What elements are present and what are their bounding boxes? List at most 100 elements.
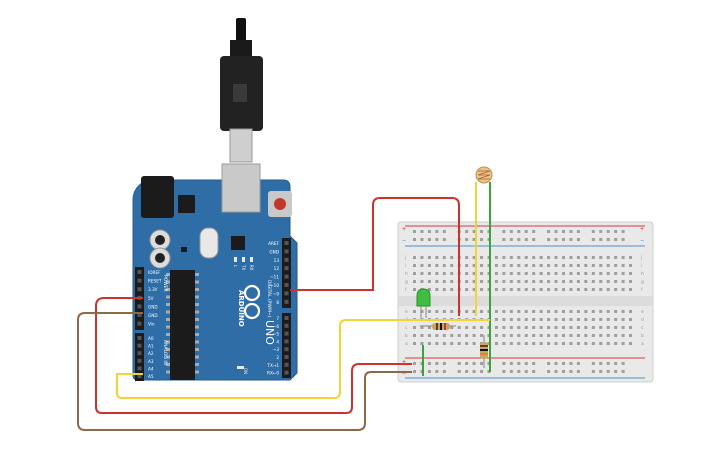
- breadboard-hole: [591, 342, 595, 345]
- breadboard-hole: [562, 334, 565, 337]
- top-minus-label-right: −: [640, 238, 644, 245]
- breadboard-hole: [606, 238, 610, 241]
- pin-label: 13: [274, 258, 280, 263]
- breadboard-hole: [554, 230, 558, 233]
- row-letter: c: [641, 326, 644, 331]
- breadboard-hole: [614, 230, 618, 233]
- breadboard-hole: [532, 238, 536, 241]
- bottom-plus-label: +: [402, 359, 406, 366]
- breadboard-hole: [524, 256, 528, 259]
- tx-led-label: TX: [241, 264, 246, 270]
- breadboard-hole: [509, 370, 513, 373]
- breadboard-hole: [517, 264, 521, 267]
- breadboard-hole: [554, 370, 558, 373]
- chip-pin: [195, 288, 199, 291]
- breadboard-hole: [524, 272, 528, 275]
- row-letter: a: [641, 342, 644, 347]
- wire-a5-to-breadboard[interactable]: [116, 319, 490, 399]
- breadboard-hole: [606, 272, 610, 275]
- breadboard-hole: [480, 256, 484, 259]
- breadboard-hole: [494, 264, 498, 267]
- breadboard-hole: [413, 310, 416, 313]
- usb-cable[interactable]: [220, 18, 263, 163]
- breadboard-hole: [420, 334, 424, 337]
- arduino-uno-board[interactable]: ARDUINO UNO DIGITAL (PWM~) POWER ANALOG …: [132, 163, 298, 381]
- breadboard-hole: [465, 362, 469, 365]
- chip-pin: [195, 273, 199, 276]
- breadboard-hole: [576, 272, 580, 275]
- breadboard-hole: [502, 326, 506, 329]
- breadboard-hole: [532, 256, 536, 259]
- row-letter: b: [641, 333, 644, 339]
- row-letter: e: [405, 310, 408, 315]
- row-letter: e: [641, 310, 644, 315]
- power-title-label: POWER: [162, 275, 168, 292]
- breadboard-hole: [442, 342, 446, 345]
- breadboard-hole: [599, 318, 603, 321]
- pin-label: GND: [148, 304, 158, 309]
- breadboard-hole: [420, 310, 424, 313]
- wire-pin12-to-breadboard[interactable]: [290, 197, 460, 316]
- breadboard-hole: [465, 230, 469, 233]
- chip-pin: [195, 325, 199, 329]
- breadboard-hole: [599, 238, 603, 241]
- breadboard-hole: [547, 238, 551, 241]
- bottom-minus-label: −: [402, 371, 406, 378]
- header-hole: [284, 257, 289, 262]
- breadboard-hole: [413, 362, 416, 365]
- breadboard-hole: [457, 326, 461, 329]
- breadboard-center-channel: [398, 296, 653, 306]
- led-component[interactable]: [416, 288, 431, 318]
- row-letter: j: [640, 255, 642, 261]
- reset-button[interactable]: [274, 198, 286, 210]
- pin-label: RX←0: [267, 371, 279, 376]
- resistor-1[interactable]: [420, 323, 456, 330]
- breadboard-hole: [427, 326, 431, 329]
- breadboard-hole: [606, 342, 610, 345]
- header-hole: [284, 291, 289, 296]
- breadboard-hole: [584, 280, 588, 283]
- wires[interactable]: [77, 182, 491, 431]
- breadboard-hole: [509, 326, 513, 329]
- breadboard-hole: [621, 280, 625, 283]
- breadboard-hole: [614, 370, 618, 373]
- breadboard-hole: [539, 264, 543, 267]
- breadboard-hole: [435, 362, 439, 365]
- breadboard-hole: [435, 370, 439, 373]
- wire-5v-to-rail[interactable]: [95, 297, 412, 414]
- breadboard-hole: [420, 326, 424, 329]
- breadboard-hole: [569, 230, 573, 233]
- breadboard-hole: [576, 326, 580, 329]
- wire-gnd-to-rail[interactable]: [77, 312, 412, 431]
- breadboard-hole: [606, 326, 610, 329]
- digital-header-top[interactable]: [282, 238, 291, 308]
- breadboard-hole: [420, 272, 424, 275]
- analog-header[interactable]: [135, 333, 144, 381]
- header-hole: [137, 358, 142, 363]
- breadboard-hole: [554, 256, 558, 259]
- chip-pin: [166, 370, 170, 374]
- breadboard-hole: [427, 238, 431, 241]
- breadboard-hole: [547, 256, 551, 259]
- pin-label: ~9: [273, 291, 280, 296]
- photoresistor[interactable]: [475, 166, 493, 184]
- breadboard-hole: [562, 288, 565, 291]
- breadboard-hole: [554, 310, 558, 313]
- breadboard-hole: [427, 310, 431, 313]
- breadboard-hole: [413, 264, 416, 267]
- digital-header-bottom[interactable]: [282, 313, 291, 378]
- breadboard-hole: [532, 342, 536, 345]
- row-letter: d: [641, 317, 644, 323]
- usb-plug-metal: [229, 128, 253, 163]
- chip-pin: [195, 280, 199, 284]
- pin-label: 5V: [148, 296, 154, 301]
- breadboard-hole: [435, 310, 439, 313]
- breadboard-hole: [562, 272, 565, 275]
- row-letter: g: [405, 280, 408, 285]
- resistor-2[interactable]: [480, 335, 488, 368]
- breadboard-hole: [547, 362, 551, 365]
- breadboard-hole: [599, 326, 603, 329]
- pin-label: ~5: [273, 332, 280, 337]
